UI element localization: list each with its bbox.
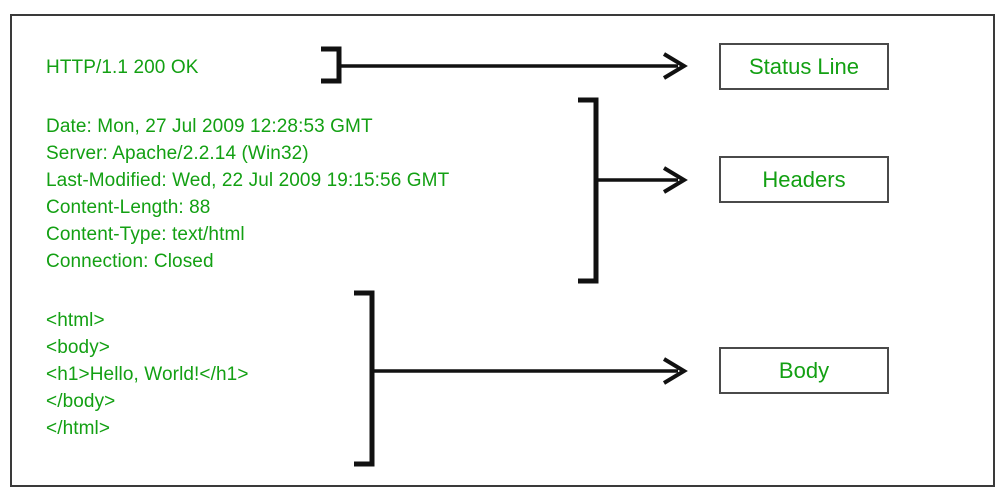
label-status-line-text: Status Line <box>748 53 860 79</box>
body-text: <html> <body> <h1>Hello, World!</h1> </b… <box>46 310 249 439</box>
status-line-text: HTTP/1.1 200 OK <box>46 57 199 78</box>
label-box-body: Body <box>719 347 889 394</box>
label-headers-text: Headers <box>762 166 846 192</box>
label-box-headers: Headers <box>719 156 889 203</box>
label-box-status-line: Status Line <box>719 43 889 90</box>
diagram-frame <box>10 14 995 487</box>
headers-text: Date: Mon, 27 Jul 2009 12:28:53 GMT Serv… <box>46 116 450 272</box>
label-body-text: Body <box>778 357 830 383</box>
